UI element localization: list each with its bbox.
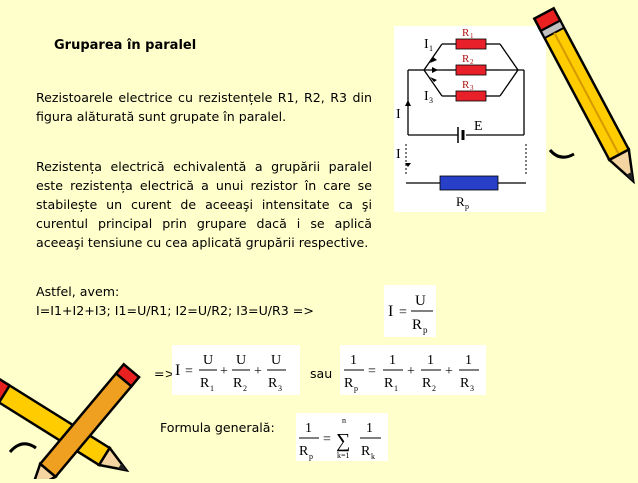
- svg-text:+: +: [220, 364, 228, 379]
- resistor-r2: [455, 64, 487, 76]
- pencil-icon: [532, 0, 638, 205]
- formula-text: I: [388, 303, 393, 320]
- formula-text: p: [423, 325, 428, 335]
- circuit-label: E: [474, 119, 483, 134]
- formula-text: 1: [350, 353, 357, 368]
- formula-text: R: [361, 444, 371, 459]
- svg-text:=: =: [323, 432, 331, 447]
- formula-text: I: [175, 362, 180, 379]
- formula-text: k=1: [337, 451, 350, 460]
- formula-text: R: [422, 376, 432, 391]
- formula-text: 3: [470, 384, 474, 393]
- formula-text: R: [412, 317, 422, 333]
- formula-text: 1: [305, 421, 312, 436]
- text-astfel: Astfel, avem:: [36, 284, 120, 299]
- formula-text: R: [200, 376, 210, 391]
- parallel-circuit-diagram: E R 1 R 2 R 3 I 1 I 3 I I: [394, 26, 546, 212]
- formula-current-equivalent: I = U R p: [384, 285, 436, 337]
- svg-text:+: +: [407, 364, 415, 379]
- formula-text: p: [354, 384, 358, 393]
- svg-text:=: =: [368, 364, 376, 379]
- formula-text: R: [233, 376, 243, 391]
- formula-text: U: [415, 293, 426, 309]
- formula-text: 1: [394, 384, 398, 393]
- circuit-label: p: [465, 202, 469, 211]
- formula-text: R: [344, 376, 354, 391]
- circuit-label: 3: [429, 96, 433, 105]
- formula-text: 1: [465, 353, 472, 368]
- circuit-label: 1: [429, 44, 433, 53]
- circuit-label: I: [424, 37, 429, 52]
- formula-resistance-sum: 1 R p = 1 R 1 + 1 R 2 + 1 R 3: [340, 345, 486, 395]
- slide-title: Gruparea în paralel: [54, 38, 197, 53]
- paragraph-intro: Rezistoarele electrice cu rezistențele R…: [36, 90, 372, 124]
- circuit-label: R: [456, 194, 465, 209]
- formula-text: 1: [210, 384, 214, 393]
- text-general-formula: Formula generală:: [160, 420, 275, 435]
- formula-text: n: [342, 416, 346, 425]
- formula-text: 3: [278, 384, 282, 393]
- svg-text:=: =: [399, 305, 407, 320]
- circuit-label: I: [396, 107, 401, 122]
- formula-text: k: [371, 452, 375, 461]
- formula-text: 2: [243, 384, 247, 393]
- circuit-label: R: [462, 53, 470, 65]
- circuit-label: 2: [470, 58, 474, 66]
- formula-text: U: [203, 353, 213, 368]
- svg-text:+: +: [445, 364, 453, 379]
- formula-general-sum: 1 R p = n ∑ k=1 1 R k: [296, 413, 388, 461]
- formula-text: R: [384, 376, 394, 391]
- formula-text: R: [268, 376, 278, 391]
- formula-text: R: [299, 444, 309, 459]
- text-implies: =>: [154, 366, 176, 381]
- paragraph-definition: Rezistența electrică echivalentă a grupă…: [36, 159, 372, 250]
- formula-text: R: [460, 376, 470, 391]
- text-current-relations: I=I1+I2+I3; I1=U/R1; I2=U/R2; I3=U/R3 =>: [36, 303, 314, 318]
- pencils-icon: [0, 360, 160, 483]
- text-sau: sau: [310, 366, 333, 381]
- formula-text: 1: [427, 353, 434, 368]
- circuit-label: 3: [470, 84, 474, 92]
- resistor-r3: [455, 90, 487, 102]
- formula-text: p: [309, 452, 313, 461]
- circuit-label: 1: [470, 32, 474, 40]
- formula-current-sum: I = U R 1 + U R 2 + U R 3: [172, 345, 300, 395]
- formula-text: U: [271, 353, 281, 368]
- resistor-r1: [455, 38, 487, 50]
- formula-text: ∑: [336, 430, 350, 452]
- resistor-equivalent: [439, 175, 499, 191]
- formula-text: U: [236, 353, 246, 368]
- circuit-label: I: [396, 147, 401, 162]
- formula-text: 1: [366, 421, 373, 436]
- circuit-label: I: [424, 89, 429, 104]
- svg-text:=: =: [185, 364, 193, 379]
- svg-text:+: +: [254, 364, 262, 379]
- formula-text: 2: [432, 384, 436, 393]
- formula-text: 1: [389, 353, 396, 368]
- circuit-label: R: [462, 79, 470, 91]
- circuit-label: R: [462, 27, 470, 39]
